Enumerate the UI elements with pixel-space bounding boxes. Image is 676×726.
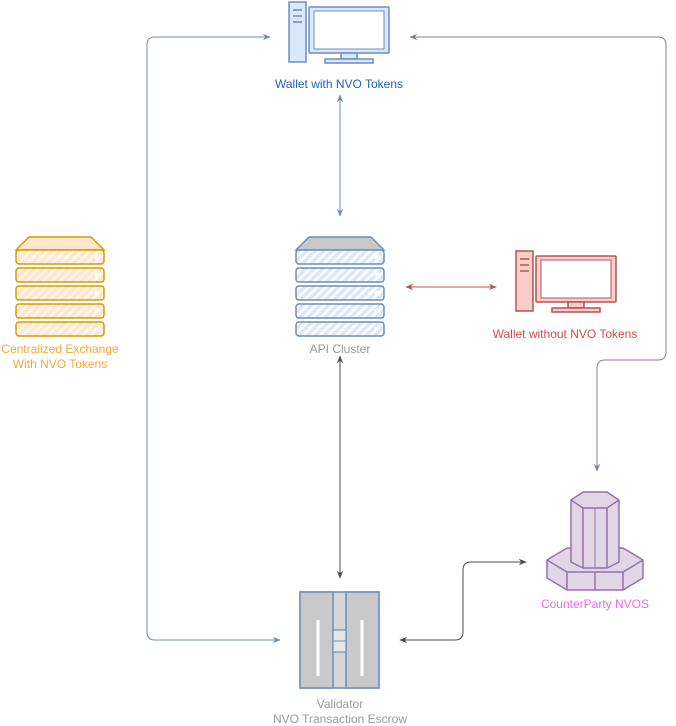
edge-wallet-validator-left [146, 33, 281, 644]
api-cluster-server-icon [294, 236, 386, 337]
server-led [94, 326, 100, 332]
server-unit [15, 285, 105, 301]
validator-escrow-icon [299, 591, 380, 689]
server-led [94, 272, 100, 278]
server-unit [295, 303, 385, 319]
server-led [374, 308, 380, 314]
server-led [374, 290, 380, 296]
exchange-server-icon [14, 236, 106, 337]
counterparty-label: CounterParty NVOS [540, 597, 650, 611]
edge-validator-counterparty [399, 558, 527, 644]
server-led [94, 254, 100, 260]
wallet-no-nvo-label: Wallet without NVO Tokens [492, 327, 638, 341]
server-unit [15, 303, 105, 319]
server-unit [295, 267, 385, 283]
wallet-no-nvo-computer-icon [515, 250, 617, 313]
server-led [374, 326, 380, 332]
api-cluster-label: API Cluster [309, 342, 371, 356]
server-led [374, 254, 380, 260]
server-led [94, 308, 100, 314]
wallet-nvo-computer-icon [288, 1, 390, 64]
server-unit [15, 321, 105, 337]
exchange-label-line1: Centralized Exchange [1, 342, 119, 356]
validator-label-line2: NVO Transaction Escrow [272, 712, 408, 726]
server-led [94, 290, 100, 296]
wallet-nvo-label: Wallet with NVO Tokens [274, 77, 404, 91]
server-unit [295, 321, 385, 337]
edge-wallet-counterparty [409, 33, 667, 472]
server-led [374, 272, 380, 278]
exchange-label-line2: With NVO Tokens [12, 357, 108, 371]
counterparty-tower-icon [546, 491, 644, 591]
server-unit [15, 267, 105, 283]
validator-label-line1: Validator [316, 697, 364, 711]
server-unit [15, 249, 105, 265]
server-unit [295, 249, 385, 265]
server-unit [295, 285, 385, 301]
